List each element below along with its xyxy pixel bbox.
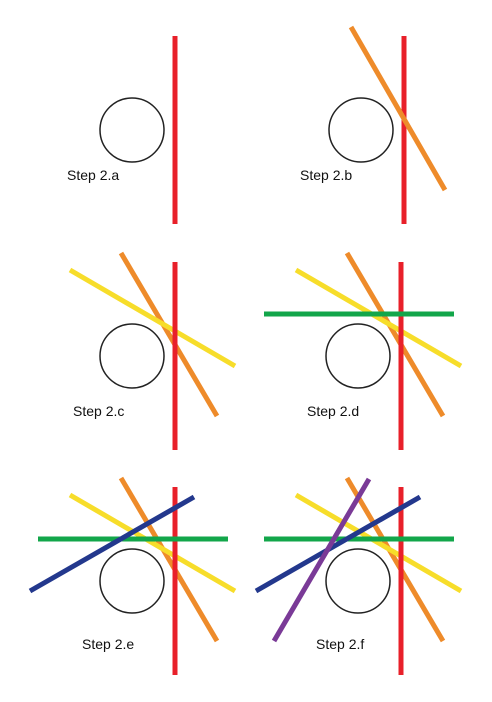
yellow-line [68,267,237,369]
step-label: Step 2.f [316,636,365,652]
step-panel: Step 2.a [0,0,246,234]
circle-shape [325,548,391,614]
step-panel: Step 2.b [229,0,475,234]
circle-shape [325,323,391,389]
step-label: Step 2.d [307,403,360,419]
orange-line [344,476,446,643]
step-diagram [264,251,463,450]
step-diagram [99,36,178,224]
orange-line [118,251,220,418]
step-diagram [328,25,448,224]
step-diagram [68,251,237,450]
yellow-line [294,267,463,369]
step-label: Step 2.c [73,403,125,419]
orange-line [118,476,220,643]
step-label: Step 2.a [67,167,120,183]
step-diagram [254,476,463,675]
yellow-line [294,492,463,594]
step-panel: Step 2.f [226,451,472,685]
blue-line [254,494,422,594]
circle-shape [99,323,165,389]
circle-shape [328,97,394,163]
step-label: Step 2.e [82,636,135,652]
purple-line [271,477,372,643]
step-panel: Step 2.e [0,451,246,685]
circle-shape [99,97,165,163]
orange-line [344,251,446,418]
blue-line [28,494,196,594]
yellow-line [68,492,237,594]
circle-shape [99,548,165,614]
step-panel: Step 2.d [226,226,472,460]
step-panel: Step 2.c [0,226,246,460]
step-label: Step 2.b [300,167,353,183]
step-diagram [28,476,237,675]
orange-line [348,25,448,192]
